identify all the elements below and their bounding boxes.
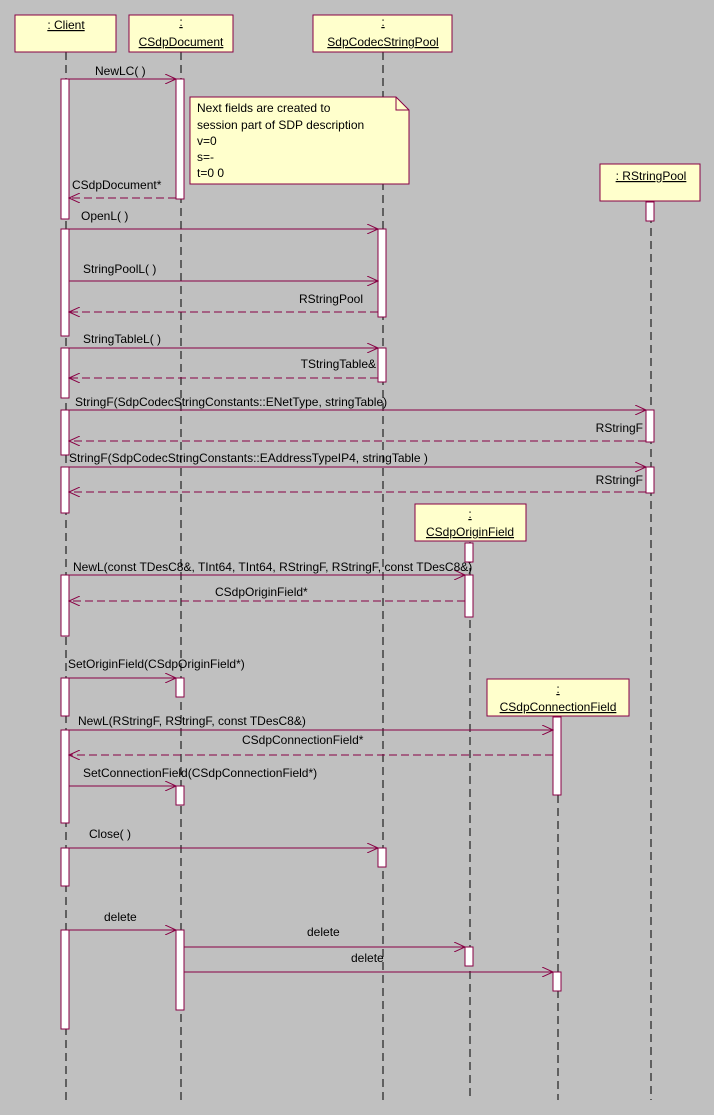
- note-line-2: session part of SDP description: [197, 118, 364, 132]
- message-label: delete: [104, 910, 137, 924]
- activation-client-1: [60, 78, 70, 220]
- message-label: RStringPool: [299, 292, 363, 306]
- message-label: SetOriginField(CSdpOriginField*): [68, 657, 245, 671]
- message-stringtablel: StringTableL( ): [69, 332, 378, 348]
- activation-client-2: [60, 228, 70, 337]
- participant-origin: : CSdpOriginField: [414, 503, 527, 542]
- note-line-3: v=0: [197, 134, 217, 148]
- note: Next fields are created to session part …: [189, 96, 410, 185]
- message-label: TStringTable&: [301, 357, 376, 371]
- activation-origin-2: [464, 946, 474, 967]
- participant-conn-name: CSdpConnectionField: [500, 700, 617, 714]
- activation-pool-3: [377, 847, 387, 868]
- message-delete-connection: delete: [184, 951, 553, 972]
- activation-cdoc-1: [175, 78, 185, 200]
- activation-client-8: [60, 729, 70, 824]
- activation-conn-1: [552, 716, 562, 796]
- participant-origin-line1: :: [468, 507, 471, 521]
- message-label: CSdpDocument*: [72, 178, 162, 192]
- message-return-csdpdocument: CSdpDocument*: [69, 178, 176, 198]
- message-label: delete: [351, 951, 384, 965]
- activation-rpool-0: [645, 201, 655, 222]
- activation-client-4: [60, 409, 70, 456]
- participant-origin-name: CSdpOriginField: [426, 525, 514, 539]
- message-label: RStringF: [596, 473, 643, 487]
- message-stringf-eaddresstype: StringF(SdpCodecStringConstants::EAddres…: [69, 451, 646, 467]
- participant-conn: : CSdpConnectionField: [486, 678, 630, 717]
- message-stringpooll: StringPoolL( ): [69, 262, 378, 281]
- activation-client-10: [60, 929, 70, 1030]
- message-newl-connection: NewL(RStringF, RStringF, const TDesC8&): [69, 714, 553, 730]
- activation-rpool-2: [645, 466, 655, 494]
- message-label: StringF(SdpCodecStringConstants::ENetTyp…: [75, 395, 387, 409]
- participant-cdoc: : CSdpDocument: [128, 14, 234, 53]
- message-openl: OpenL( ): [69, 209, 378, 229]
- message-label: NewLC( ): [95, 64, 146, 78]
- participant-client-name: : Client: [47, 18, 85, 32]
- message-newl-origin: NewL(const TDesC8&, TInt64, TInt64, RStr…: [69, 560, 472, 575]
- activation-cdoc-2: [175, 677, 185, 698]
- message-label: NewL(const TDesC8&, TInt64, TInt64, RStr…: [73, 560, 472, 574]
- message-delete-origin: delete: [184, 925, 465, 947]
- message-label: Close( ): [89, 827, 131, 841]
- message-setoriginfield: SetOriginField(CSdpOriginField*): [68, 657, 245, 678]
- message-label: delete: [307, 925, 340, 939]
- participant-rpool-name: : RStringPool: [616, 169, 687, 183]
- activation-pool-2: [377, 347, 387, 383]
- activation-client-5: [60, 466, 70, 514]
- participant-pool-line1: :: [381, 15, 384, 29]
- note-line-5: t=0 0: [197, 166, 224, 180]
- activation-client-3: [60, 347, 70, 399]
- message-label: StringF(SdpCodecStringConstants::EAddres…: [69, 451, 428, 465]
- message-close: Close( ): [69, 827, 378, 848]
- activation-client-9: [60, 847, 70, 887]
- participant-conn-line1: :: [556, 682, 559, 696]
- message-delete-doc: delete: [69, 910, 176, 930]
- activation-cdoc-4: [175, 929, 185, 1011]
- message-return-tstringtable: TStringTable&: [69, 357, 378, 378]
- message-label: NewL(RStringF, RStringF, const TDesC8&): [78, 714, 306, 728]
- message-return-rstringf-2: RStringF: [69, 473, 646, 492]
- activation-client-6: [60, 574, 70, 637]
- message-newlc: NewLC( ): [69, 64, 176, 79]
- activation-cdoc-3: [175, 785, 185, 806]
- message-label: CSdpConnectionField*: [242, 733, 364, 747]
- note-line-4: s=-: [197, 150, 214, 164]
- activation-client-7: [60, 677, 70, 717]
- message-label: OpenL( ): [81, 209, 128, 223]
- participant-cdoc-line1: :: [179, 15, 182, 29]
- message-return-csdporiginfield: CSdpOriginField*: [69, 585, 465, 601]
- message-stringf-enettype: StringF(SdpCodecStringConstants::ENetTyp…: [69, 395, 646, 410]
- activation-origin-1: [464, 574, 474, 618]
- message-label: SetConnectionField(CSdpConnectionField*): [83, 766, 317, 780]
- message-setconnectionfield: SetConnectionField(CSdpConnectionField*): [69, 766, 317, 786]
- activation-pool-1: [377, 228, 387, 318]
- activation-origin-0: [464, 542, 474, 563]
- activation-rpool-1: [645, 409, 655, 443]
- participant-cdoc-name: CSdpDocument: [139, 35, 224, 49]
- participant-pool-name: SdpCodecStringPool: [327, 35, 438, 49]
- message-return-rstringpool: RStringPool: [69, 292, 378, 312]
- message-return-rstringf-1: RStringF: [69, 421, 646, 441]
- message-label: RStringF: [596, 421, 643, 435]
- participant-client: : Client: [14, 14, 117, 53]
- participant-pool: : SdpCodecStringPool: [312, 14, 453, 53]
- note-line-1: Next fields are created to: [197, 101, 331, 115]
- activation-conn-2: [552, 971, 562, 992]
- participant-rpool: : RStringPool: [599, 163, 701, 202]
- message-label: StringTableL( ): [83, 332, 161, 346]
- message-return-csdpconnectionfield: CSdpConnectionField*: [69, 733, 553, 755]
- message-label: StringPoolL( ): [83, 262, 156, 276]
- message-label: CSdpOriginField*: [215, 585, 308, 599]
